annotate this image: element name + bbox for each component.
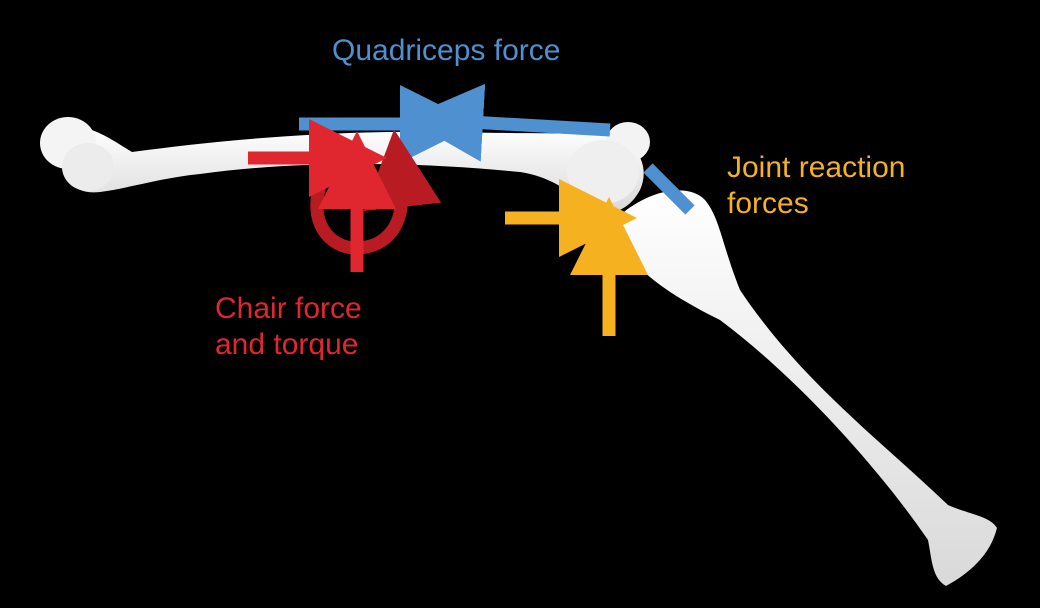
quadriceps-arrow-right	[405, 83, 611, 162]
chair-force-label-line2: and torque	[215, 328, 359, 361]
chair-force-label-line1: Chair force	[215, 292, 362, 325]
tibia-bone	[612, 190, 997, 586]
joint-reaction-label: Joint reaction forces	[727, 150, 905, 222]
joint-reaction-label-line2: forces	[727, 187, 809, 220]
joint-reaction-arrows	[505, 179, 648, 336]
femur-bone	[40, 117, 650, 213]
patellar-tendon-line	[643, 163, 695, 215]
joint-reaction-label-line1: Joint reaction	[727, 151, 906, 184]
chair-force-label: Chair force and torque	[215, 291, 362, 363]
quadriceps-force-label: Quadriceps force	[332, 34, 561, 67]
chair-force-arrows	[248, 119, 442, 272]
